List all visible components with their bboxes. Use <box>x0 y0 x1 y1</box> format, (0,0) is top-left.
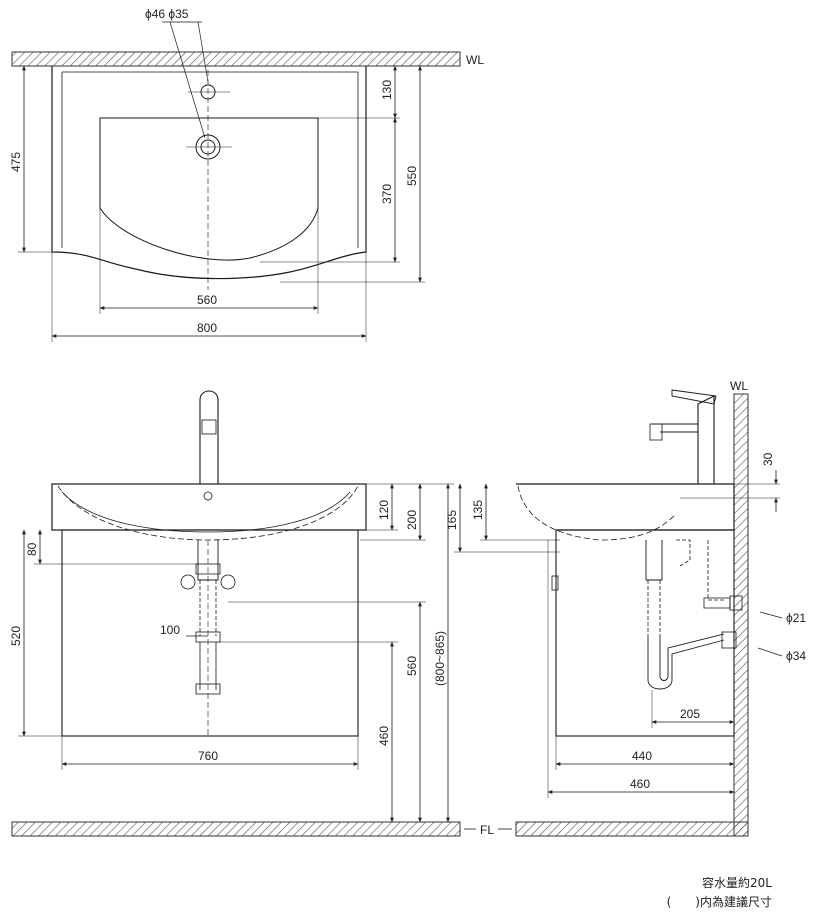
dim-440: 440 <box>632 749 652 763</box>
floor-hatch-left <box>11 821 461 837</box>
dim-800: 800 <box>197 321 217 335</box>
cabinet-side <box>555 529 735 737</box>
wall-line-label-side: WL <box>730 379 748 393</box>
dim-205: 205 <box>680 707 700 721</box>
floor-line-label: FL <box>480 823 494 837</box>
dim-520: 520 <box>9 626 23 646</box>
faucet-front <box>199 390 219 484</box>
dim-760: 760 <box>198 749 218 763</box>
dim-120: 120 <box>377 500 391 520</box>
capacity-note: 容水量約20L <box>702 876 772 890</box>
dim-475: 475 <box>9 152 23 172</box>
wall-hatch-top <box>11 51 461 67</box>
basin-outline <box>51 66 367 280</box>
cabinet-front <box>61 529 359 737</box>
recommended-note: ( )内為建議尺寸 <box>666 895 772 909</box>
side-view <box>454 389 783 837</box>
dim-30: 30 <box>761 452 775 466</box>
front-view <box>11 390 461 837</box>
dim-800-865: (800~865) <box>433 631 447 686</box>
dim-phi21: ϕ21 <box>786 611 806 625</box>
dim-100: 100 <box>160 623 180 637</box>
dim-165: 165 <box>445 510 459 530</box>
dim-135: 135 <box>471 500 485 520</box>
dim-560: 560 <box>197 293 217 307</box>
basin-side <box>516 483 735 531</box>
bowl-outline <box>99 117 319 261</box>
floor-hatch-right <box>515 821 749 837</box>
dim-130: 130 <box>380 80 394 100</box>
wall-line-label: WL <box>466 53 484 67</box>
basin-rim <box>61 71 359 248</box>
plan-view-labels: ϕ46 ϕ35 WL 130 370 550 475 560 800 <box>9 7 484 335</box>
hole-size-label: ϕ46 ϕ35 <box>145 7 189 21</box>
front-view-labels: 120 200 (800~865) 560 460 520 80 100 760 <box>9 500 447 763</box>
wall-hatch-right <box>733 393 749 837</box>
dim-80: 80 <box>25 542 39 556</box>
dim-460-side: 460 <box>630 777 650 791</box>
dim-phi34: ϕ34 <box>786 649 806 663</box>
dim-560-front: 560 <box>405 656 419 676</box>
dim-460-front: 460 <box>377 726 391 746</box>
plan-view <box>11 21 461 342</box>
dim-370: 370 <box>380 184 394 204</box>
faucet-side <box>697 395 715 484</box>
basin-front <box>51 483 367 531</box>
dim-200: 200 <box>405 510 419 530</box>
dim-550: 550 <box>405 166 419 186</box>
side-view-labels: WL FL 30 165 135 ϕ21 ϕ34 205 440 460 <box>445 379 806 837</box>
